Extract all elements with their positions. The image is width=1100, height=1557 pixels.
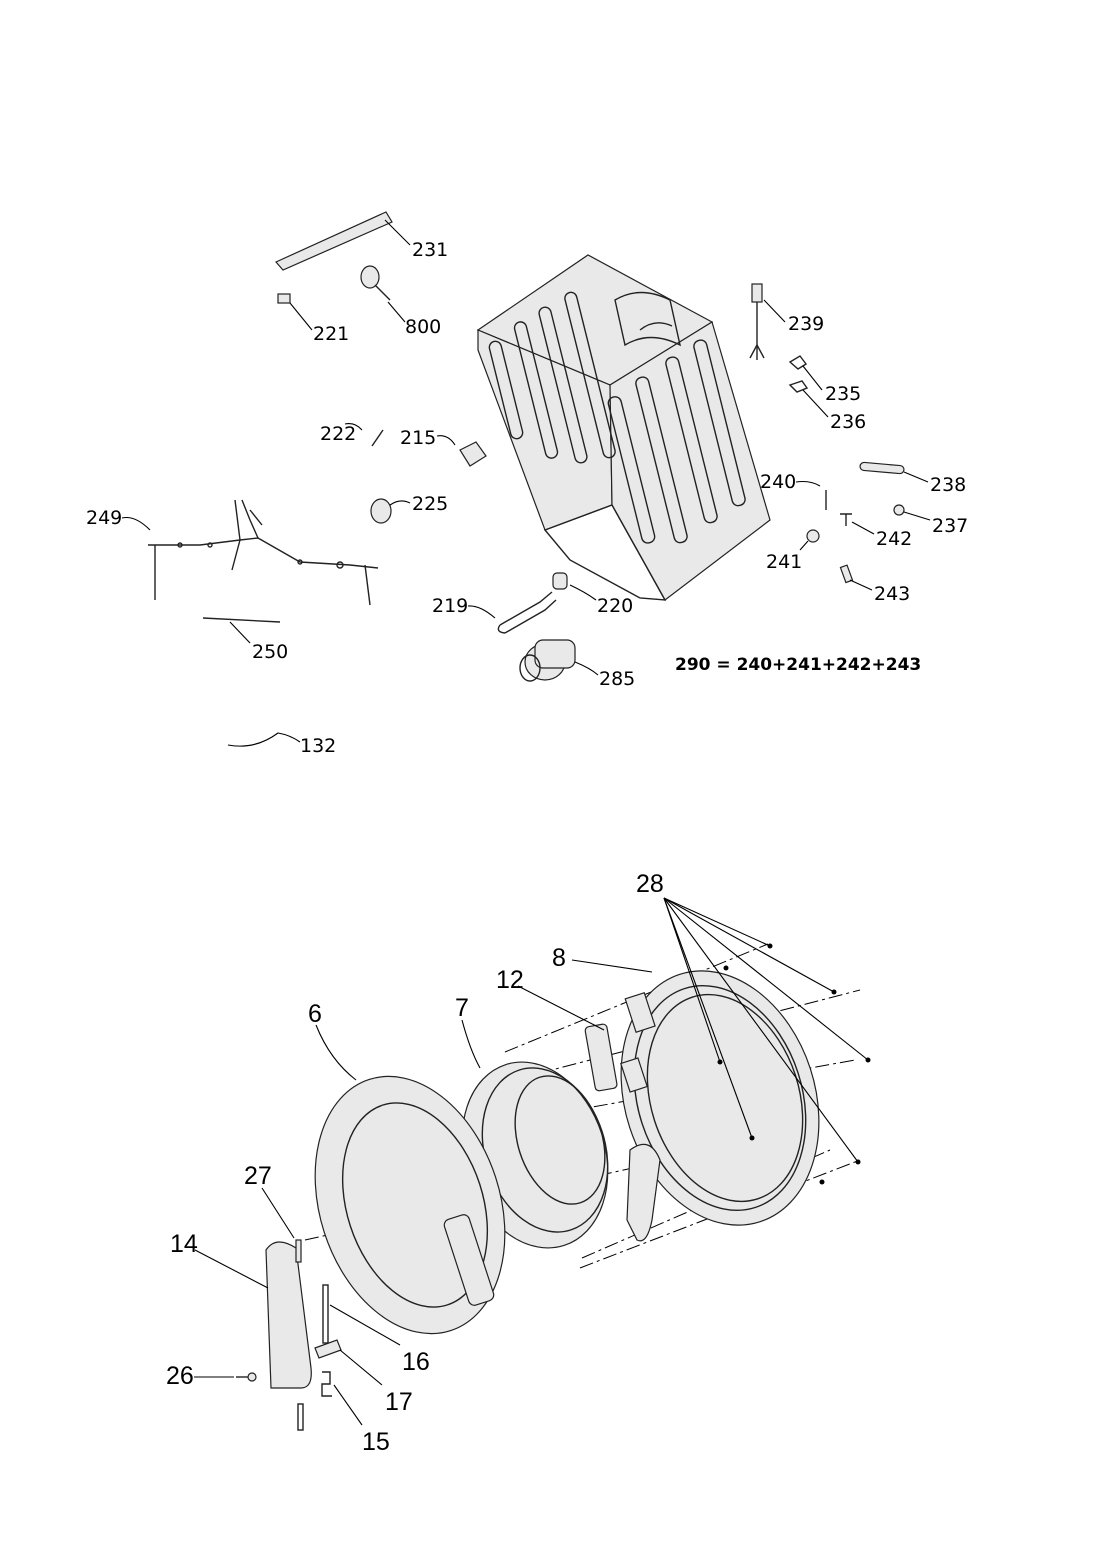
label-231: 231 (412, 239, 448, 261)
bottom-pin-icon (297, 1403, 304, 1431)
part-241-icon (806, 529, 820, 543)
latch-17-icon (314, 1339, 342, 1359)
part-236-icon (788, 380, 809, 393)
label-6: 6 (308, 1000, 322, 1028)
spring-15-icon (321, 1371, 332, 1397)
part-225-icon (370, 498, 392, 524)
label-220: 220 (597, 595, 633, 617)
power-cord-icon (749, 283, 765, 360)
label-15: 15 (362, 1428, 390, 1456)
label-236: 236 (830, 411, 866, 433)
part-220-icon (552, 572, 568, 590)
label-215: 215 (400, 427, 436, 449)
label-249: 249 (86, 507, 122, 529)
cabinet-body (476, 254, 771, 601)
label-28: 28 (636, 870, 664, 898)
label-243: 243 (874, 583, 910, 605)
part-243-icon (839, 564, 854, 584)
label-132: 132 (300, 735, 336, 757)
label-221: 221 (313, 323, 349, 345)
label-285: 285 (599, 668, 635, 690)
part-235-icon (788, 355, 808, 370)
part-237-icon (893, 504, 905, 516)
label-238: 238 (930, 474, 966, 496)
hose-219-icon (499, 591, 557, 634)
label-237: 237 (932, 515, 968, 537)
drain-pump-icon (519, 639, 576, 682)
label-16: 16 (402, 1348, 430, 1376)
outer-door-ring (314, 1075, 506, 1335)
part-238-icon (859, 461, 905, 475)
label-250: 250 (252, 641, 288, 663)
formula-290: 290 = 240+241+242+243 (675, 655, 921, 675)
label-27: 27 (244, 1162, 272, 1190)
inner-handle-icon (626, 1143, 661, 1242)
label-240: 240 (760, 471, 796, 493)
label-241: 241 (766, 551, 802, 573)
part-221-icon (277, 293, 291, 304)
label-17: 17 (385, 1388, 413, 1416)
screw-26-icon (236, 1372, 257, 1382)
part-250-icon (202, 617, 281, 623)
label-7: 7 (455, 994, 469, 1022)
door-handle-icon (265, 1241, 312, 1389)
rod-16-icon (322, 1284, 329, 1344)
wiring-harness-icon (148, 499, 379, 606)
label-14: 14 (170, 1230, 198, 1258)
part-132-icon (227, 732, 301, 747)
label-242: 242 (876, 528, 912, 550)
top-rail-part (275, 211, 393, 271)
label-800: 800 (405, 316, 441, 338)
label-8: 8 (552, 944, 566, 972)
part-222-icon (371, 429, 384, 447)
part-215-icon (459, 441, 487, 467)
label-225: 225 (412, 493, 448, 515)
upper-assembly: 231 800 221 239 235 236 222 (86, 211, 968, 757)
label-12: 12 (496, 966, 524, 994)
inner-door-frame (620, 970, 820, 1226)
part-242-icon (840, 513, 852, 526)
label-222: 222 (320, 423, 356, 445)
label-239: 239 (788, 313, 824, 335)
door-assembly: 28 8 12 7 6 14 27 (166, 870, 871, 1456)
label-219: 219 (432, 595, 468, 617)
label-235: 235 (825, 383, 861, 405)
hinge-12-icon (584, 1023, 618, 1092)
pin-27-icon (295, 1239, 302, 1263)
label-26: 26 (166, 1362, 194, 1390)
part-800-icon (360, 265, 391, 301)
